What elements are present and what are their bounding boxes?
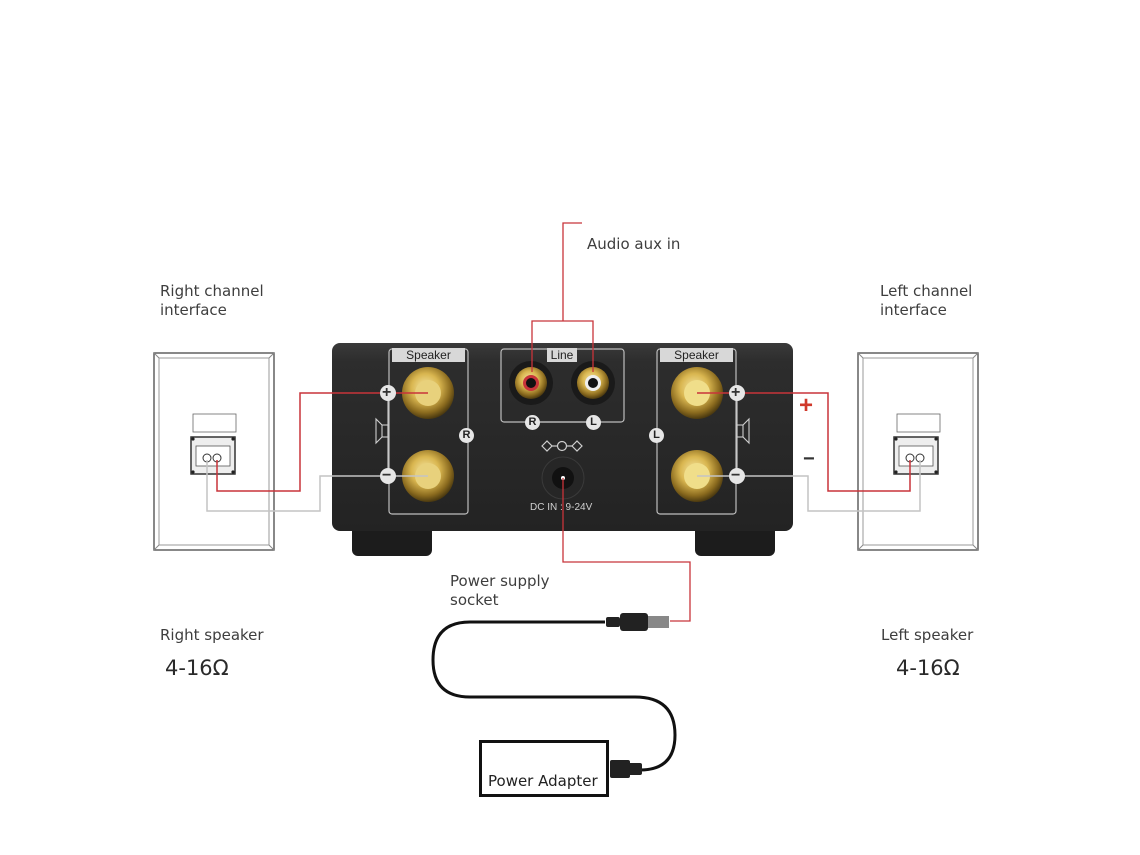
speaker-panel-title-right: Speaker xyxy=(392,348,465,362)
speaker-wires xyxy=(206,392,921,512)
left-speaker-box xyxy=(857,352,979,551)
power-adapter-box: Power Adapter xyxy=(479,740,609,797)
left-channel-badge: L xyxy=(649,428,664,443)
power-cable xyxy=(431,613,677,778)
wire-left-positive xyxy=(697,392,911,492)
rca-left-badge: L xyxy=(586,415,601,430)
wire-right-positive xyxy=(216,392,428,492)
rca-right-badge: R xyxy=(525,415,540,430)
wire-right-negative xyxy=(206,460,428,512)
rca-jack-right xyxy=(509,361,553,405)
left-speaker-label: Left speaker xyxy=(881,626,974,644)
dc-in-label: DC IN : 9-24V xyxy=(530,502,593,513)
plus-symbol: + xyxy=(382,384,392,401)
dc-plug xyxy=(648,616,669,628)
minus-symbol: − xyxy=(731,467,741,484)
minus-terminal-badge xyxy=(729,468,745,484)
dc-polarity-icon xyxy=(541,440,583,452)
power-supply-socket-label: Power supply socket xyxy=(450,572,550,609)
right-channel-interface-label: Right channel interface xyxy=(160,282,264,319)
wire-left-negative xyxy=(697,460,921,512)
right-speaker-label: Right speaker xyxy=(160,626,264,644)
left-speaker-impedance: 4-16Ω xyxy=(896,656,960,680)
leader-lines xyxy=(531,222,691,622)
speaker-symbol-icon xyxy=(736,400,750,470)
rca-jack-left xyxy=(571,361,615,405)
plus-terminal-badge xyxy=(729,385,745,401)
minus-terminal-badge xyxy=(380,468,396,484)
plus-terminal-badge xyxy=(380,385,396,401)
speaker-symbol-icon xyxy=(375,400,389,470)
minus-symbol: − xyxy=(382,467,392,484)
right-speaker-impedance: 4-16Ω xyxy=(165,656,229,680)
right-channel-badge: R xyxy=(459,428,474,443)
plus-symbol: + xyxy=(731,384,741,401)
line-panel-title: Line xyxy=(547,348,577,362)
speaker-rating-plate xyxy=(192,413,237,433)
power-adapter-label: Power Adapter xyxy=(488,772,598,790)
left-channel-interface-label: Left channel interface xyxy=(880,282,973,319)
positive-polarity-marker: + xyxy=(799,392,814,419)
right-speaker-box xyxy=(153,352,275,551)
negative-polarity-marker: − xyxy=(803,448,815,470)
speaker-rating-plate xyxy=(896,413,941,433)
audio-aux-in-label: Audio aux in xyxy=(587,235,681,253)
speaker-panel-title-left: Speaker xyxy=(660,348,733,362)
